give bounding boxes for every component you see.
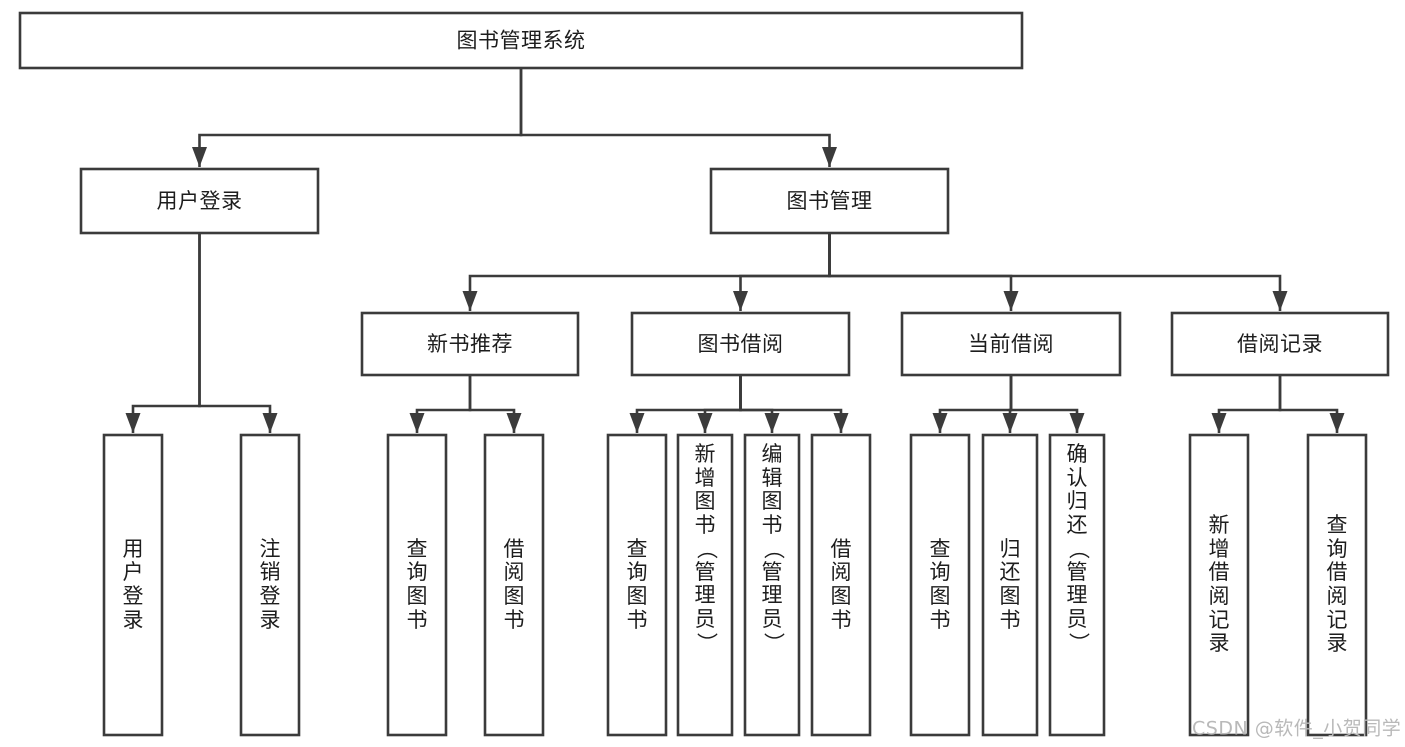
root-node[interactable]: 图书管理系统: [18, 11, 1024, 70]
connector-layer: [125, 68, 1345, 433]
arrow-head-icon: [1211, 413, 1227, 433]
arrow-head-icon: [125, 413, 141, 433]
arrow-head-icon: [192, 147, 207, 167]
level2-node-3[interactable]: 借阅记录: [1170, 311, 1390, 377]
connector-line: [635, 375, 742, 433]
level2-node-0-box[interactable]: [360, 311, 580, 377]
arrow-head-icon: [733, 291, 748, 311]
arrow-head-icon: [932, 413, 948, 433]
root-node-box[interactable]: [18, 11, 1024, 70]
level2-node-1-box[interactable]: [630, 311, 851, 377]
level2-node-1-label: 图书借阅: [698, 332, 784, 356]
connector-line: [1009, 375, 1079, 433]
arrow-head-icon: [462, 291, 478, 311]
root-node-label: 图书管理系统: [457, 29, 586, 53]
arrow-head-icon: [764, 413, 780, 433]
leaf-node-8-box[interactable]: [909, 433, 971, 737]
connector-line: [519, 68, 831, 167]
arrow-head-icon: [1002, 413, 1018, 433]
connector-line: [198, 68, 523, 167]
level1-node-0-box[interactable]: [79, 167, 320, 235]
arrow-head-icon: [409, 413, 425, 433]
connector-line: [131, 233, 201, 433]
connector-line: [468, 375, 516, 433]
arrow-head-icon: [262, 413, 278, 433]
level2-node-2-box[interactable]: [900, 311, 1122, 377]
connector-line: [739, 375, 843, 433]
connector-line: [739, 375, 774, 433]
leaf-node-10-box[interactable]: [1048, 433, 1106, 737]
leaf-node-6-box[interactable]: [743, 433, 801, 737]
arrow-head-icon: [1329, 413, 1345, 433]
leaf-node-5-box[interactable]: [676, 433, 734, 737]
leaf-node-7-box[interactable]: [810, 433, 872, 737]
connector-line: [938, 375, 1013, 433]
arrow-head-icon: [822, 147, 837, 167]
level2-node-2-label: 当前借阅: [968, 332, 1054, 356]
connector-line: [1217, 375, 1282, 433]
level1-node-0[interactable]: 用户登录: [79, 167, 320, 235]
arrow-head-icon: [1069, 413, 1085, 433]
arrow-head-icon: [1003, 291, 1019, 311]
connector-line: [198, 233, 272, 433]
connector-line: [1278, 375, 1339, 433]
leaf-node-4-box[interactable]: [606, 433, 668, 737]
level1-node-0-label: 用户登录: [157, 189, 243, 213]
arrow-head-icon: [1272, 291, 1288, 311]
connector-line: [828, 233, 1013, 311]
leaf-node-1-box[interactable]: [239, 433, 301, 737]
level2-node-3-label: 借阅记录: [1237, 332, 1323, 356]
leaf-node-3-box[interactable]: [483, 433, 545, 737]
arrow-head-icon: [697, 413, 713, 433]
watermark-label: CSDN @软件_小贺同学: [1192, 718, 1401, 740]
level1-node-1[interactable]: 图书管理: [709, 167, 950, 235]
level2-node-0[interactable]: 新书推荐: [360, 311, 580, 377]
leaf-node-9-box[interactable]: [981, 433, 1039, 737]
level1-node-1-label: 图书管理: [787, 189, 873, 213]
leaf-node-12-box[interactable]: [1306, 433, 1368, 737]
connector-line: [415, 375, 472, 433]
arrow-head-icon: [629, 413, 645, 433]
level2-node-1[interactable]: 图书借阅: [630, 311, 851, 377]
leaf-node-0-box[interactable]: [102, 433, 164, 737]
connector-line: [703, 375, 742, 433]
connector-line: [468, 233, 831, 311]
leaf-node-2-box[interactable]: [386, 433, 448, 737]
connector-line: [828, 233, 1282, 311]
level2-node-0-label: 新书推荐: [427, 332, 513, 356]
arrow-head-icon: [506, 413, 522, 433]
level2-node-3-box[interactable]: [1170, 311, 1390, 377]
level2-node-2[interactable]: 当前借阅: [900, 311, 1122, 377]
arrow-head-icon: [833, 413, 849, 433]
connector-line: [739, 233, 831, 311]
leaf-node-11-box[interactable]: [1188, 433, 1250, 737]
level1-node-1-box[interactable]: [709, 167, 950, 235]
